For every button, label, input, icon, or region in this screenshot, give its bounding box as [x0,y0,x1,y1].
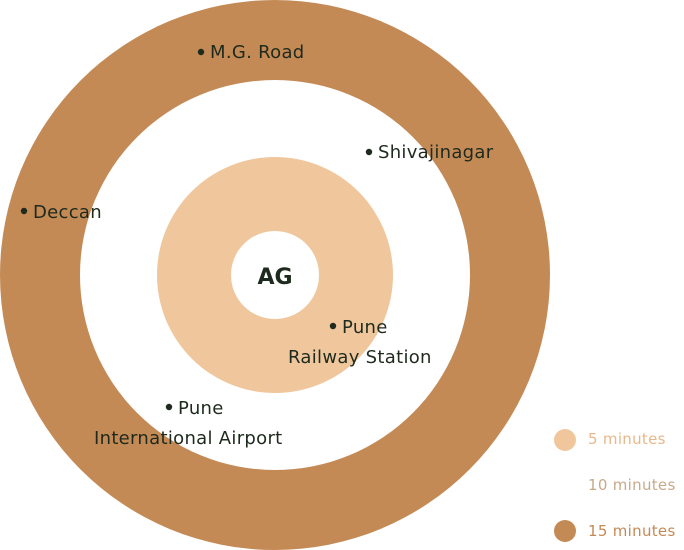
center-label: AG [257,265,292,290]
location-dot [20,207,28,215]
location-label-line-1: Pune [178,398,224,419]
legend-swatch [554,474,576,496]
location-pune-railway-station: Pune Railway Station [288,317,432,368]
location-label: M.G. Road [210,42,305,63]
location-label-line-2: Railway Station [288,347,432,368]
location-label: Deccan [33,202,102,223]
location-label-line-1: Pune [342,317,388,338]
location-label-line-2: International Airport [94,428,283,449]
legend-label: 15 minutes [588,522,676,540]
legend: 5 minutes 10 minutes 15 minutes [554,429,676,542]
location-deccan: Deccan [20,202,102,223]
legend-item-10-minutes: 10 minutes [554,474,676,496]
location-dot [365,148,373,156]
legend-label: 10 minutes [588,476,676,494]
location-label: Shivajinagar [378,142,494,163]
legend-item-5-minutes: 5 minutes [554,429,666,451]
location-dot [197,48,205,56]
location-dot [165,403,173,411]
location-mg-road: M.G. Road [197,42,305,63]
legend-item-15-minutes: 15 minutes [554,520,676,542]
location-shivajinagar: Shivajinagar [365,142,494,163]
location-dot [329,322,337,330]
legend-label: 5 minutes [588,430,666,448]
location-pune-international-airport: Pune International Airport [94,398,283,449]
legend-swatch [554,429,576,451]
legend-swatch [554,520,576,542]
center-disc [231,231,319,319]
